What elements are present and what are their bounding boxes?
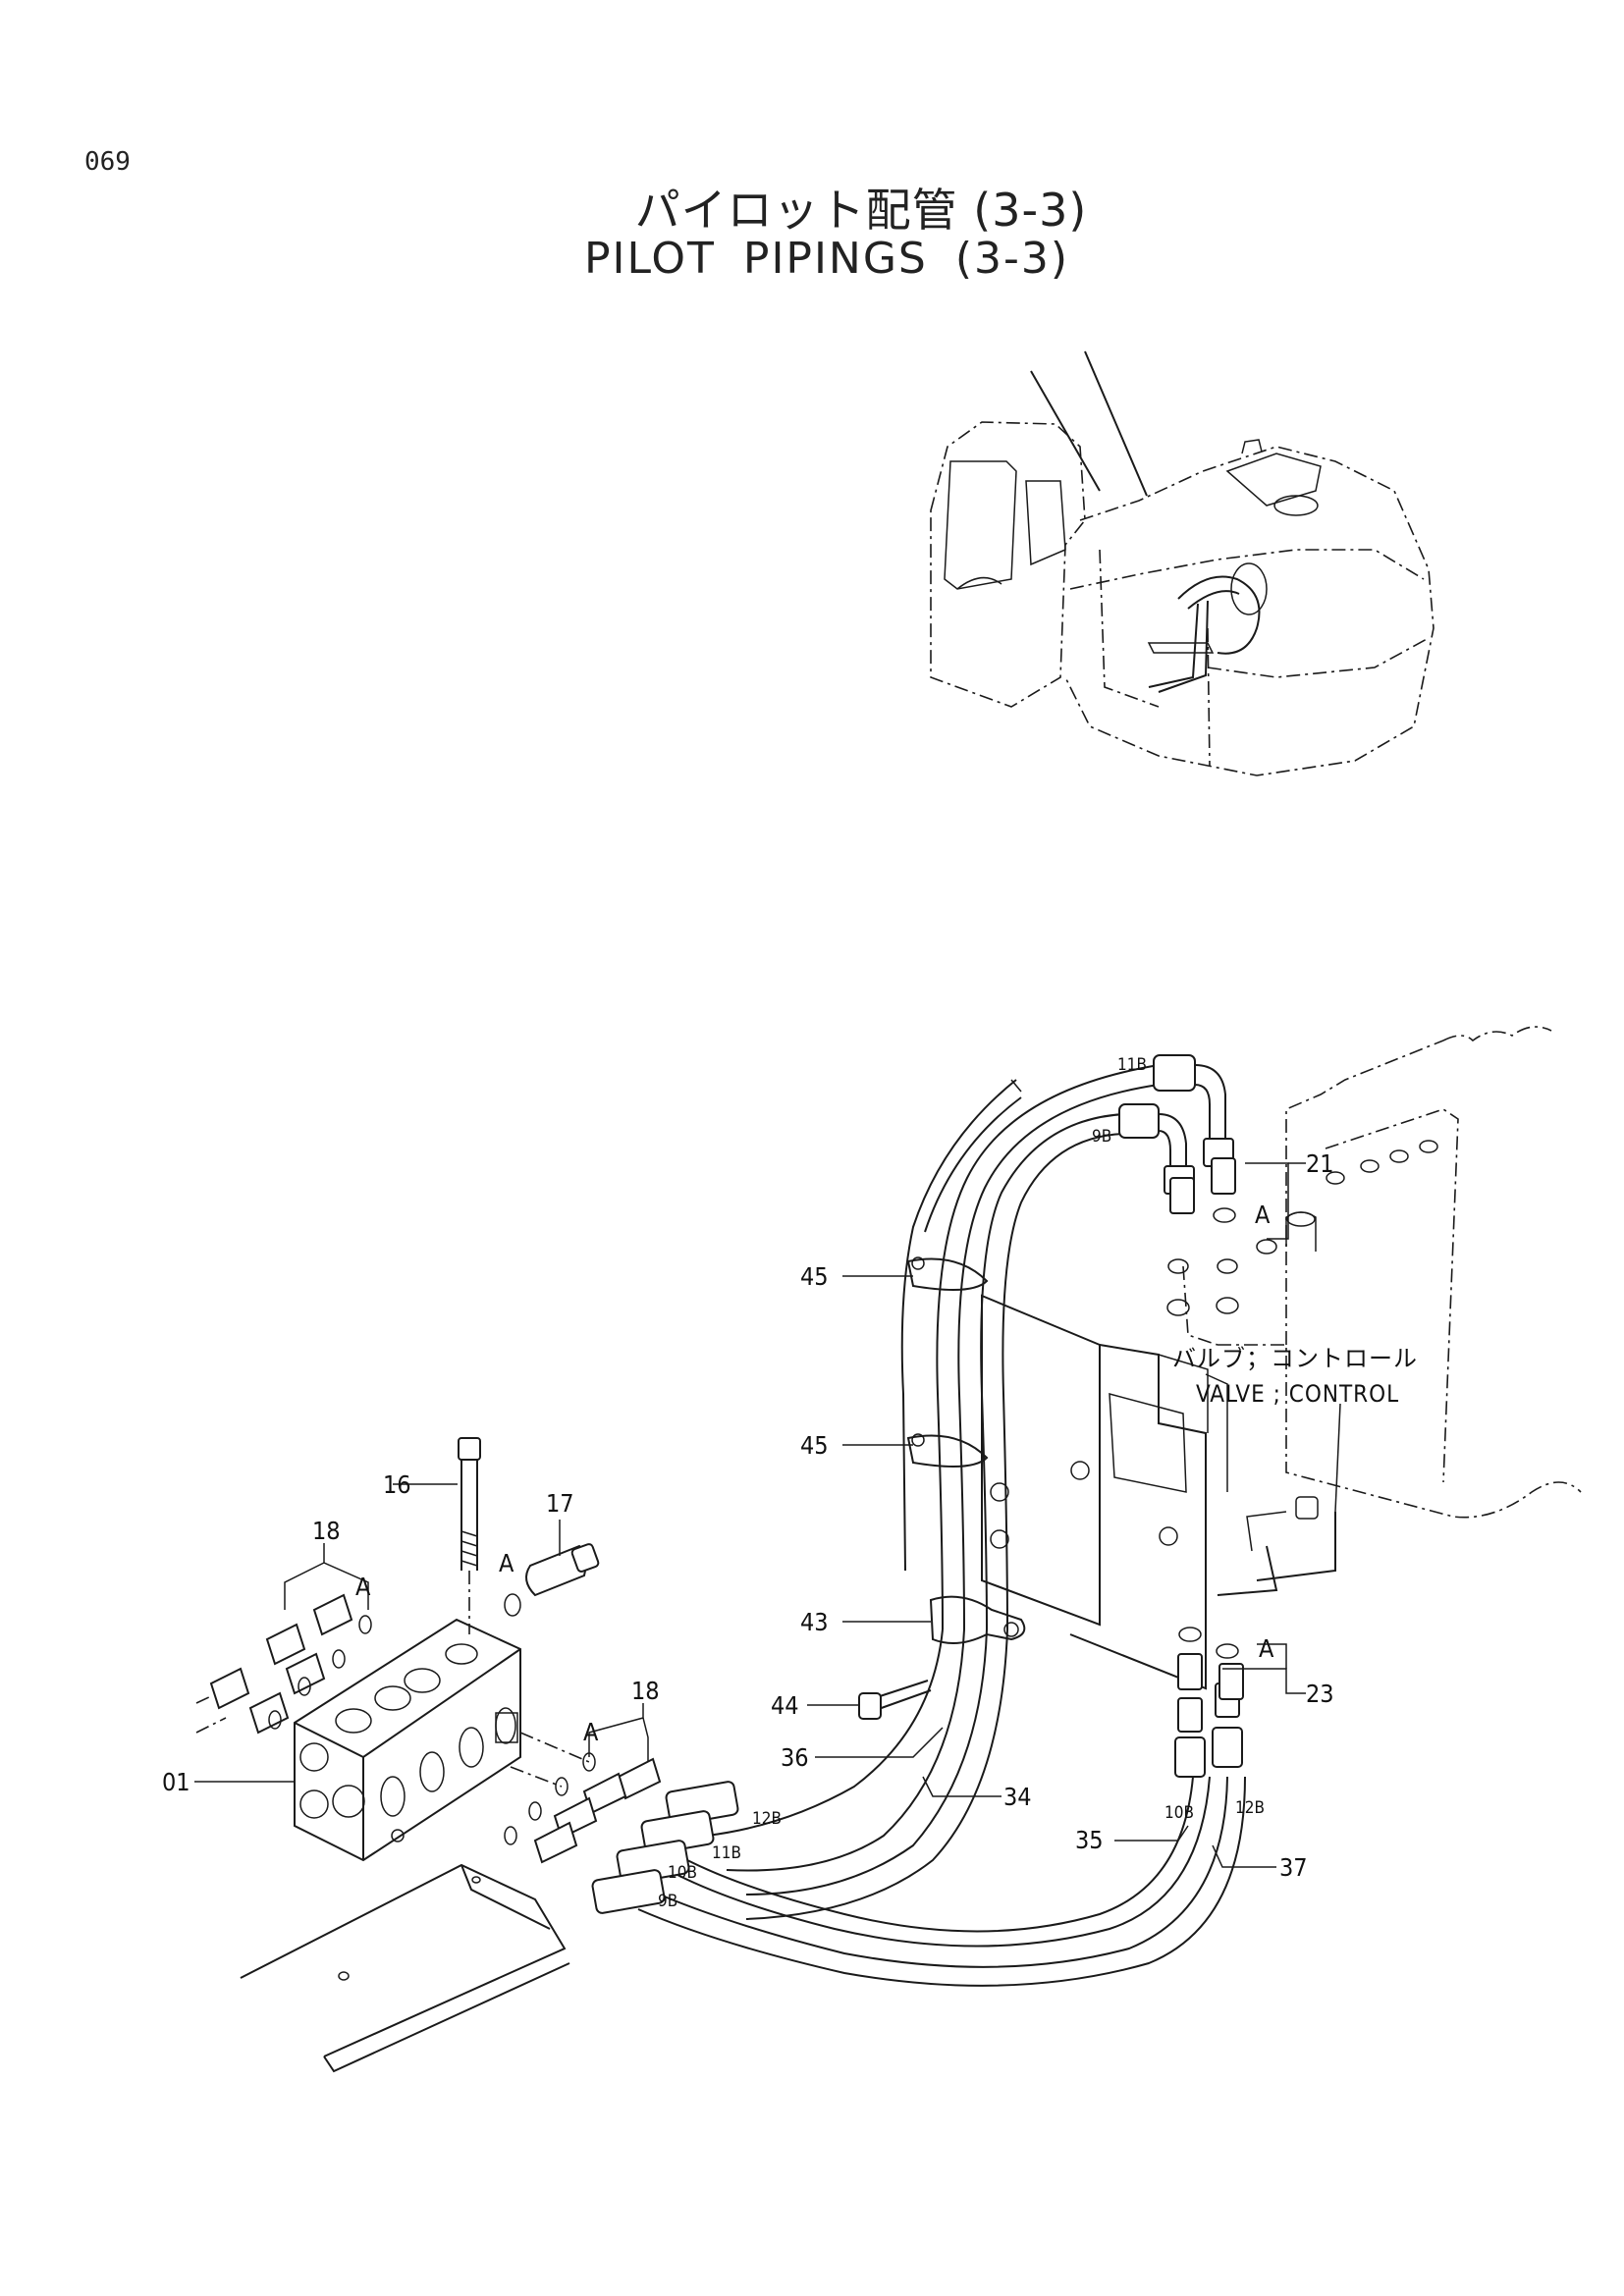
marker-a-valve-top: A [1255, 1201, 1271, 1229]
fittings-18-left [195, 1593, 372, 1735]
callout-35: 35 [1075, 1826, 1104, 1854]
hose-tag-12b-left: 12B [752, 1809, 782, 1829]
hose-bundle-upper [900, 1054, 1234, 1630]
callout-45-lower: 45 [800, 1431, 829, 1460]
frame-rail [240, 1863, 570, 2073]
fittings-18-middle [504, 1732, 662, 1864]
valve-label: バルブ；コントロール VALVE ; CONTROL [1172, 1345, 1418, 1408]
hose-tag-12b-right: 12B [1235, 1798, 1265, 1818]
excavator-overview-illustration [930, 350, 1435, 776]
callout-21: 21 [1306, 1149, 1334, 1178]
hose-tag-9b-left: 9B [658, 1892, 677, 1911]
control-valve [1166, 1026, 1582, 1596]
valve-label-english: VALVE ; CONTROL [1196, 1380, 1399, 1408]
callout-43: 43 [800, 1608, 829, 1636]
marker-a-switch: A [499, 1549, 514, 1577]
switch-17 [504, 1543, 600, 1617]
marker-a-left: A [355, 1573, 371, 1601]
callout-16: 16 [383, 1470, 411, 1499]
hose-tags: 11B 9B 12B 11B 10B 9B 10B 12B [658, 1055, 1265, 1911]
callout-36: 36 [781, 1743, 809, 1772]
valve-label-japanese: バルブ；コントロール [1172, 1345, 1418, 1372]
top-elbow-fittings [1118, 1054, 1234, 1195]
hose-ends-left [591, 1781, 739, 1914]
leader-lines [194, 1162, 1341, 1868]
callout-18-left: 18 [312, 1517, 341, 1545]
callout-34: 34 [1003, 1783, 1032, 1811]
page-number: 069 [84, 147, 131, 177]
marker-a-middle: A [583, 1718, 599, 1746]
title-english: PILOT PIPINGS (3-3) [583, 234, 1070, 284]
hose-tag-11b-top: 11B [1117, 1055, 1147, 1075]
hose-tag-10b-right: 10B [1164, 1803, 1194, 1823]
callout-44: 44 [771, 1691, 799, 1720]
hose-tag-10b-left: 10B [668, 1863, 697, 1883]
clamps [858, 1256, 1026, 1720]
hose-tag-11b-left: 11B [712, 1843, 741, 1863]
callout-45-upper: 45 [800, 1262, 829, 1291]
callout-23: 23 [1306, 1680, 1334, 1708]
callout-labels: 45 45 43 44 36 34 35 37 01 16 17 18 18 2… [162, 1149, 1334, 1882]
callout-17: 17 [546, 1489, 574, 1518]
callout-37: 37 [1279, 1853, 1308, 1882]
detail-markers: A A A A A [355, 1201, 1274, 1746]
fittings-21 [1169, 1157, 1236, 1223]
manifold-block [294, 1618, 521, 1862]
callout-18-middle: 18 [631, 1677, 660, 1705]
hose-tag-9b-top: 9B [1092, 1127, 1111, 1147]
valve-chain-outline [1326, 1140, 1438, 1185]
callout-01: 01 [162, 1768, 190, 1796]
hose-bundle-lower [637, 1629, 1246, 1987]
marker-a-valve-bottom: A [1259, 1634, 1274, 1663]
bolt-16 [458, 1437, 481, 1634]
fittings-23 [1177, 1627, 1244, 1700]
title-japanese: パイロット配管 (3-3) [634, 184, 1088, 237]
